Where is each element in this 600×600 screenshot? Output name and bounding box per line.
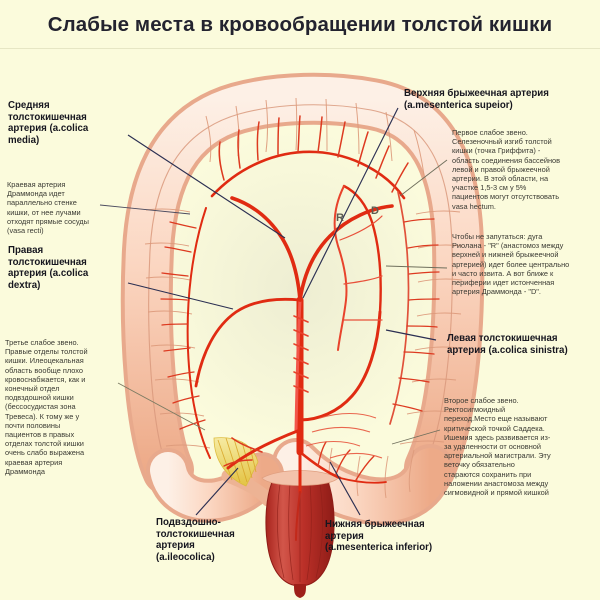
note-first-weak-link: Первое слабое звено. Селезеночный изгиб … [452, 128, 561, 211]
sigmoid-vascular-network [305, 412, 383, 459]
label-superior-mesenteric-artery: Верхняя брыжеечная артерия (a.mesenteric… [404, 88, 549, 111]
title-divider [0, 48, 600, 49]
label-left-colic-artery: Левая толстокишечная артерия (a.colica s… [447, 333, 568, 356]
marker-riolan: R [336, 212, 344, 224]
label-inferior-mesenteric-artery: Нижняя брыжеечная артерия (a.mesenterica… [325, 519, 433, 554]
label-ileocolic-artery: Подвздошно- толстокишечная артерия (a.il… [156, 517, 235, 563]
note-riolan-arc: Чтобы не запутаться: дуга Риолана - "R" … [452, 232, 570, 297]
label-right-colic-artery: Правая толстокишечная артерия (a.colica … [8, 245, 89, 291]
marker-drummond: D [371, 205, 379, 217]
note-drummond-marginal-artery: Краевая артерия Драммонда идет параллель… [7, 180, 89, 236]
page-title: Слабые места в кровообращении толстой ки… [47, 13, 553, 36]
note-third-weak-link: Третье слабое звено. Правые отделы толст… [5, 338, 88, 476]
note-second-weak-link: Второе слабое звено. Ректосигмоидный пер… [444, 396, 551, 498]
rectum [261, 470, 339, 598]
label-middle-colic-artery: Средняя толстокишечная артерия (a.colica… [8, 100, 89, 146]
